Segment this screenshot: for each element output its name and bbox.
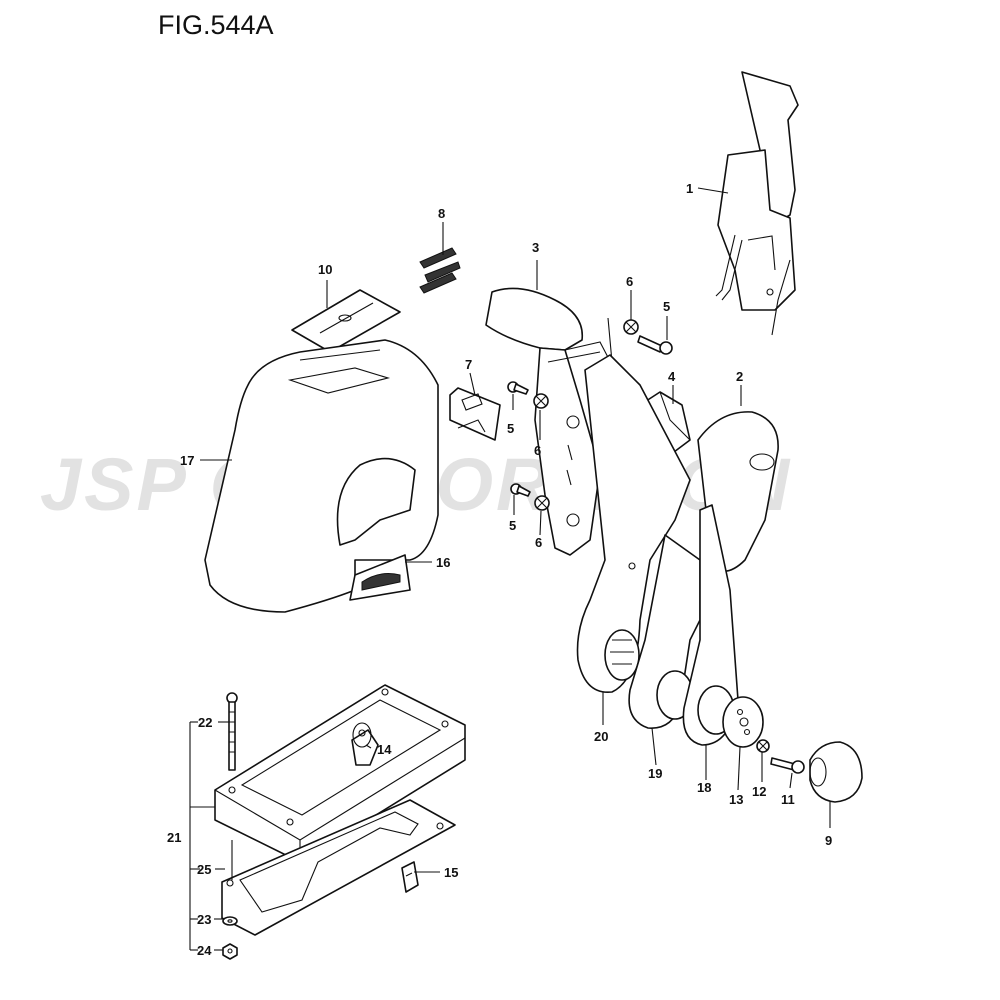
callout-12: 12: [752, 784, 766, 799]
callout-4: 4: [668, 369, 676, 384]
callout-2: 2: [736, 369, 743, 384]
callout-18: 18: [697, 780, 711, 795]
part-20-gear-arm: [576, 354, 691, 693]
part-10-label-plate: [291, 289, 401, 353]
part-6-washer-top: [623, 319, 639, 335]
callout-6b: 6: [534, 443, 541, 458]
callout-5c: 5: [509, 518, 516, 533]
part-3-housing: [485, 287, 613, 556]
part-6-washer-mid: [533, 393, 549, 409]
callout-16: 16: [436, 555, 450, 570]
figure-title: FIG.544A: [158, 10, 274, 40]
part-9-knob: [809, 741, 863, 803]
part-11-screw: [770, 757, 805, 774]
part-6-washer-low: [534, 495, 550, 511]
callout-19: 19: [648, 766, 662, 781]
callout-6c: 6: [535, 535, 542, 550]
callout-8: 8: [438, 206, 445, 221]
callout-25: 25: [197, 862, 211, 877]
callout-3: 3: [532, 240, 539, 255]
part-22-bolt: [226, 692, 238, 771]
part-23-washer: [222, 916, 238, 926]
part-1-control-handle: [715, 71, 799, 336]
callout-21: 21: [167, 830, 181, 845]
part-14-eye-bracket: [351, 722, 379, 766]
part-25-gasket-plate: [221, 799, 456, 936]
callout-5b: 5: [507, 421, 514, 436]
callout-13: 13: [729, 792, 743, 807]
part-15-clip: [401, 861, 419, 893]
callout-17: 17: [180, 453, 194, 468]
part-21-base-frame: [214, 684, 466, 863]
callout-24: 24: [197, 943, 212, 958]
callout-11: 11: [781, 792, 795, 807]
callout-6a: 6: [626, 274, 633, 289]
callout-9: 9: [825, 833, 832, 848]
part-12-washer: [756, 739, 770, 753]
part-24-nut: [222, 943, 238, 960]
callout-20: 20: [594, 729, 608, 744]
part-17-cover: [204, 339, 439, 613]
callout-7: 7: [465, 357, 472, 372]
part-13-disc: [722, 696, 764, 748]
callout-22: 22: [198, 715, 212, 730]
callout-10: 10: [318, 262, 332, 277]
callout-15: 15: [444, 865, 458, 880]
part-5-screw-top: [637, 335, 673, 355]
callout-5a: 5: [663, 299, 670, 314]
part-7-bracket: [449, 387, 501, 441]
part-8-emblem: [419, 247, 461, 294]
callout-14: 14: [377, 742, 392, 757]
part-5-screw-mid: [507, 381, 529, 395]
leader-lines: [189, 187, 831, 951]
callout-23: 23: [197, 912, 211, 927]
part-5-screw-low: [510, 483, 531, 497]
callout-1: 1: [686, 181, 693, 196]
